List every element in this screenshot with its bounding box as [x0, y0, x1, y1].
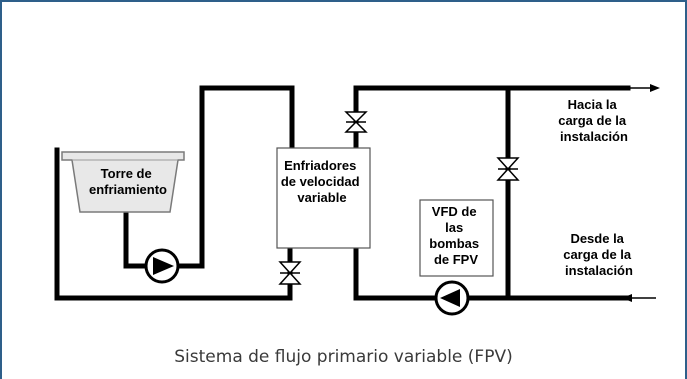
- vfd-box: VFD de las bombas de FPV: [419, 199, 494, 277]
- valve-chilled-supply: [344, 111, 368, 133]
- condenser-pump: [144, 248, 180, 284]
- valve-bypass: [496, 157, 520, 181]
- chilled-water-pipes: [353, 85, 631, 301]
- chillers-label: Enfriadores de velocidad variable: [281, 158, 363, 205]
- valve-condenser-return: [278, 261, 302, 285]
- arrow-from-load: [622, 294, 656, 302]
- vfd-label: VFD de las bombas de FPV: [429, 204, 482, 267]
- cooling-tower: Torre de enfriamiento: [61, 151, 185, 213]
- arrow-to-load: [628, 84, 660, 92]
- primary-pump: [434, 280, 470, 316]
- diagram-caption: Sistema de flujo primario variable (FPV): [174, 347, 513, 367]
- from-load-label: Desde la carga de la instalación: [563, 231, 635, 278]
- to-load-label: Hacia la carga de la instalación: [558, 97, 630, 144]
- tower-label: Torre de enfriamiento: [89, 166, 167, 197]
- variable-speed-chillers: Enfriadores de velocidad variable: [276, 147, 371, 249]
